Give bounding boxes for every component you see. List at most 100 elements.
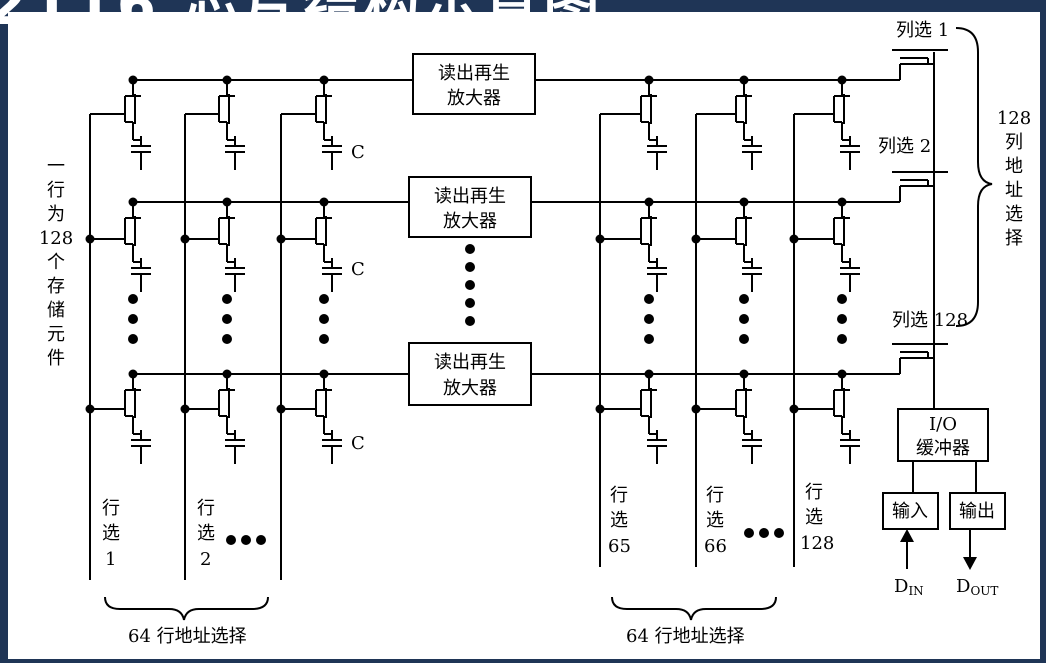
svg-text:元: 元	[47, 324, 65, 345]
row-width-description: 一 行 为 128 个 存 储 元 件	[39, 156, 73, 369]
svg-text:为: 为	[47, 204, 65, 225]
svg-text:65: 65	[608, 536, 631, 557]
svg-text:66: 66	[704, 536, 727, 557]
din-arrow-icon	[900, 529, 914, 542]
capacitor-label-2: C	[351, 259, 365, 280]
cell-row1-col2	[185, 75, 245, 170]
memory-chip-diagram: 读出再生 放大器 读出再生 放大器 读出再生 放大器 C C C 一 行 为	[39, 20, 1031, 647]
row-select-1: 行 选 1	[102, 498, 120, 570]
cell-row2-col1	[85, 197, 151, 292]
cell-row2-col2	[180, 197, 245, 292]
cell-row3-col1	[85, 369, 151, 464]
svg-text:读出再生: 读出再生	[434, 186, 506, 207]
cell-row1-col5	[696, 75, 762, 170]
svg-text:个: 个	[47, 252, 65, 273]
cont-dot-col2-1	[222, 294, 232, 304]
sense-amplifier-2: 读出再生 放大器	[408, 176, 532, 238]
svg-text:存: 存	[47, 276, 65, 297]
svg-text:1: 1	[105, 549, 116, 570]
capacitor-label-1: C	[351, 142, 365, 163]
col-select-1-label: 列选 1	[896, 20, 949, 41]
cont-dot-col3-1	[319, 294, 329, 304]
column-address-description: 128 列 地 址 选 择	[997, 108, 1031, 249]
row-select-2: 行 选 2	[197, 498, 215, 570]
cont-dot-col3-2	[319, 314, 329, 324]
svg-text:列: 列	[1005, 132, 1023, 153]
svg-text:行: 行	[102, 498, 120, 519]
svg-text:选: 选	[706, 510, 724, 531]
cont-dot-col4-1	[644, 294, 654, 304]
row-addr-brace-left	[104, 596, 269, 621]
col-addr-brace	[955, 27, 993, 327]
cell-row3-col5	[691, 369, 762, 464]
cont-dot-col5-1	[739, 294, 749, 304]
cont-dot-col3-3	[319, 334, 329, 344]
svg-text:行: 行	[197, 498, 215, 519]
svg-text:址: 址	[1005, 180, 1023, 201]
dout-label: DOUT	[956, 576, 998, 598]
output-buffer: 输出	[949, 492, 1006, 530]
cell-row1-col6	[794, 75, 860, 170]
cont-dot-col1-2	[128, 314, 138, 324]
svg-text:选: 选	[102, 523, 120, 544]
row-select-65: 行 选 65	[608, 485, 631, 557]
svg-text:行: 行	[706, 485, 724, 506]
io-buffer: I/O 缓冲器	[897, 408, 989, 462]
svg-text:行: 行	[47, 180, 65, 201]
diagram-panel: 读出再生 放大器 读出再生 放大器 读出再生 放大器 C C C 一 行 为	[8, 12, 1040, 659]
input-buffer: 输入	[882, 492, 939, 530]
cont-dot-col4-2	[644, 314, 654, 324]
svg-text:放大器: 放大器	[447, 88, 501, 109]
cell-row3-col2	[180, 369, 245, 464]
cont-dot-col6-3	[837, 334, 847, 344]
row-addr-label-left: 64 行地址选择	[128, 626, 247, 647]
dout-arrow-icon	[963, 557, 977, 570]
cont-dot-col5-2	[739, 314, 749, 324]
cell-row3-col4	[595, 369, 667, 464]
col-select-2-label: 列选 2	[878, 136, 931, 157]
svg-text:选: 选	[805, 507, 823, 528]
svg-text:行: 行	[805, 482, 823, 503]
cell-row2-col6	[789, 197, 860, 292]
cell-row3-col3	[276, 369, 342, 464]
svg-text:2: 2	[200, 549, 211, 570]
capacitor-label-3: C	[351, 433, 365, 454]
sense-amp-dot-1	[465, 244, 475, 254]
row-select-66: 行 选 66	[704, 485, 727, 557]
row-ellipsis-right	[744, 528, 784, 538]
cell-row1-col1	[90, 75, 151, 170]
row-ellipsis-left	[226, 535, 266, 545]
din-label: DIN	[894, 576, 924, 598]
sense-amp-dot-3	[465, 280, 475, 290]
cont-dot-col2-2	[222, 314, 232, 324]
svg-text:输入: 输入	[892, 501, 928, 522]
row-addr-brace-right	[611, 596, 777, 621]
cont-dot-col4-3	[644, 334, 654, 344]
row-select-128: 行 选 128	[800, 482, 834, 554]
svg-text:128: 128	[997, 108, 1031, 129]
row-addr-label-right: 64 行地址选择	[626, 626, 745, 647]
cont-dot-col6-1	[837, 294, 847, 304]
svg-text:储: 储	[47, 300, 65, 321]
svg-text:一: 一	[47, 156, 65, 177]
sense-amplifier-1: 读出再生 放大器	[412, 53, 536, 115]
cell-row1-col4	[600, 75, 667, 170]
cell-row1-col3	[281, 75, 342, 170]
svg-text:I/O: I/O	[929, 414, 957, 435]
svg-text:读出再生: 读出再生	[434, 352, 506, 373]
wiring	[89, 49, 948, 580]
sense-amp-dot-2	[465, 262, 475, 272]
svg-text:行: 行	[610, 485, 628, 506]
svg-text:放大器: 放大器	[443, 378, 497, 399]
svg-text:选: 选	[610, 510, 628, 531]
svg-text:选: 选	[197, 523, 215, 544]
svg-text:择: 择	[1005, 228, 1023, 249]
svg-text:128: 128	[800, 533, 834, 554]
cell-row2-col5	[691, 197, 762, 292]
col-select-transistor-1	[892, 49, 948, 80]
svg-text:128: 128	[39, 228, 73, 249]
svg-text:选: 选	[1005, 204, 1023, 225]
sense-amp-dot-4	[465, 298, 475, 308]
col-select-transistor-3	[892, 343, 948, 374]
